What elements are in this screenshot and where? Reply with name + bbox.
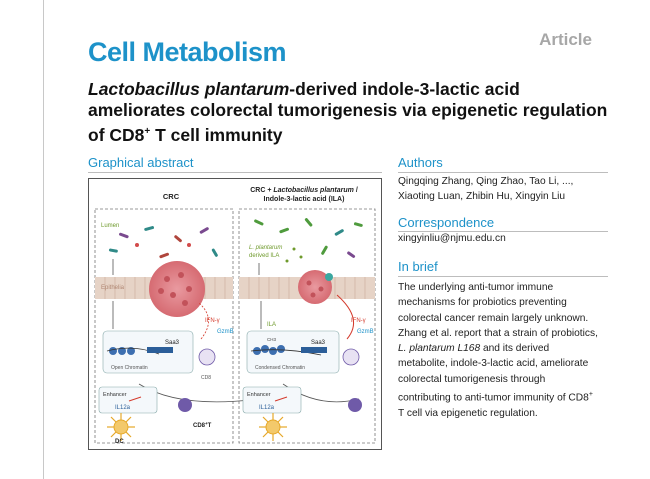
open-chromatin-label: Open Chromatin bbox=[111, 365, 148, 371]
right-header-species: Lactobacillus plantarum bbox=[273, 187, 354, 194]
lumen-label: Lumen bbox=[101, 223, 119, 229]
authors-heading: Authors bbox=[398, 155, 443, 170]
authors-line-2: Xiaoting Luan, Zhibin Hu, Xingyin Liu bbox=[398, 191, 566, 202]
correspondence-heading: Correspondence bbox=[398, 215, 495, 230]
authors-rule bbox=[398, 172, 608, 173]
enhancer-block-right bbox=[274, 396, 288, 402]
enhancer-label-right: Enhancer bbox=[247, 392, 271, 398]
ifng-label-left: IFN-γ bbox=[205, 318, 220, 324]
left-panel-frame bbox=[94, 208, 234, 444]
enhancer-box-right bbox=[242, 386, 302, 414]
ifng-arrow-left bbox=[198, 302, 209, 340]
in-brief-rule bbox=[398, 276, 608, 277]
enhancer-box-left bbox=[98, 386, 158, 414]
in-brief-superscript: + bbox=[588, 391, 593, 399]
cd8-t-label-sup: + bbox=[205, 421, 208, 426]
article-title: Lactobacillus plantarum-derived indole-3… bbox=[88, 79, 608, 146]
saa3-label-right: Saa3 bbox=[311, 340, 326, 346]
saa3-label-left: Saa3 bbox=[165, 340, 180, 346]
left-panel-header: CRC bbox=[163, 192, 180, 201]
gzmb-label-left: GzmB bbox=[217, 329, 234, 335]
title-tail: T cell immunity bbox=[150, 124, 283, 145]
in-brief-text: The underlying anti-tumor immune mechani… bbox=[398, 280, 598, 421]
tumor-cell-dots bbox=[158, 272, 324, 306]
cd8-t-label-t: T bbox=[208, 423, 212, 429]
title-superscript: + bbox=[144, 126, 151, 137]
epithelia-label: Epithelia bbox=[101, 285, 125, 291]
correspondence-email-link[interactable]: xingyinliu@njmu.edu.cn bbox=[398, 233, 506, 244]
right-panel-header: CRC + Lactobacillus plantarum / bbox=[250, 187, 358, 194]
enhancer-label-left: Enhancer bbox=[103, 392, 127, 398]
ifng-arrow-right bbox=[336, 294, 355, 340]
ila-label: ILA bbox=[267, 322, 276, 328]
title-species: Lactobacillus plantarum bbox=[88, 79, 290, 99]
dendritic-cell-right bbox=[259, 413, 287, 441]
cd8-t-label-cd8: CD8 bbox=[193, 423, 206, 429]
chromatin-box-right bbox=[246, 330, 340, 374]
cd8-t-cell-left bbox=[198, 348, 216, 366]
derived-ila-label: derived ILA bbox=[249, 253, 279, 259]
dendritic-cell-left bbox=[107, 413, 135, 441]
right-header-prefix: CRC + bbox=[250, 187, 273, 194]
condensed-chromatin-label: Condensed Chromatin bbox=[255, 365, 305, 371]
authors-line-1: Qingqing Zhang, Qing Zhao, Tao Li, ..., bbox=[398, 176, 574, 187]
in-brief-part-1: The underlying anti-tumor immune mechani… bbox=[398, 282, 598, 339]
graphical-abstract-figure: CRC CRC + Lactobacillus plantarum / Indo… bbox=[88, 178, 382, 450]
cd8-t-cell-right bbox=[342, 348, 360, 366]
cd8-t-cell-bottom-left bbox=[178, 398, 192, 412]
graphical-abstract-rule bbox=[88, 172, 382, 173]
cd8-cell-attack bbox=[325, 273, 333, 281]
open-chromatin-graphic bbox=[106, 347, 173, 355]
right-header-suffix: / bbox=[354, 187, 358, 194]
bacteria-right bbox=[254, 218, 363, 263]
cd8-small-label: CD8 bbox=[201, 375, 211, 381]
authors-list: Qingqing Zhang, Qing Zhao, Tao Li, ..., … bbox=[398, 174, 608, 204]
page-left-rule bbox=[43, 0, 44, 479]
graphical-abstract-svg: CRC CRC + Lactobacillus plantarum / Indo… bbox=[94, 187, 376, 445]
right-panel-header-line2: Indole-3-lactic acid (ILA) bbox=[264, 196, 345, 203]
in-brief-part-2: and its derived metabolite, indole-3-lac… bbox=[398, 343, 589, 404]
article-type-label: Article bbox=[539, 30, 592, 49]
dc-label: DC bbox=[115, 439, 124, 445]
gzmb-label-right: GzmB bbox=[357, 329, 374, 335]
graphical-abstract-heading: Graphical abstract bbox=[88, 155, 194, 170]
il12a-label-right: IL12a bbox=[259, 405, 275, 411]
right-panel-frame bbox=[238, 208, 376, 444]
bacteria-left bbox=[108, 226, 218, 259]
title-main: -derived indole-3-lactic acid ameliorate… bbox=[88, 79, 608, 145]
in-brief-part-3: T cell via epigenetic regulation. bbox=[398, 407, 538, 419]
correspondence-rule bbox=[398, 231, 608, 232]
cd8-t-cell-bottom-right bbox=[348, 398, 362, 412]
condensed-chromatin-graphic bbox=[250, 345, 327, 356]
in-brief-heading: In brief bbox=[398, 259, 438, 274]
enhancer-block-left bbox=[128, 396, 142, 402]
lp-label: L. plantarum bbox=[249, 245, 282, 251]
ifng-label-right: IFN-γ bbox=[351, 318, 366, 324]
in-brief-strain: L. plantarum L168 bbox=[398, 343, 481, 355]
cd8-t-label: CD8+T bbox=[193, 421, 212, 429]
journal-title: Cell Metabolism bbox=[88, 37, 287, 67]
tumor-right bbox=[298, 270, 332, 304]
tumor-left bbox=[149, 261, 205, 317]
il12a-label-left: IL12a bbox=[115, 405, 131, 411]
ch3-label: CH3 bbox=[267, 337, 276, 342]
